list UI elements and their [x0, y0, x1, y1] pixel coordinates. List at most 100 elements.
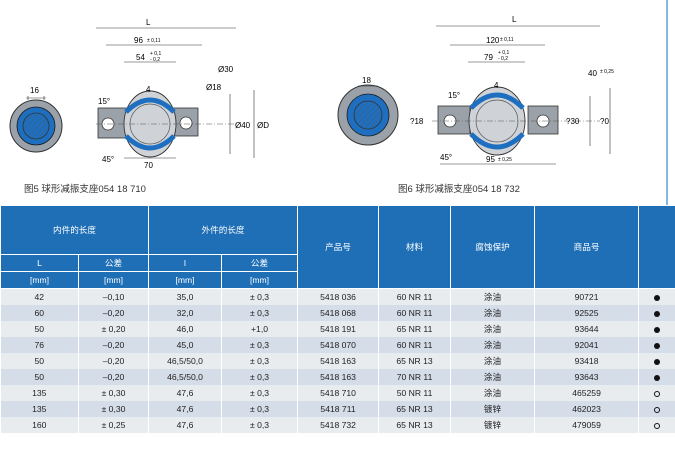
cell-corrosion: 涂油	[450, 321, 536, 337]
table-row: 50 –0,20 46,5/50,0 ± 0,3 5418 163 65 NR …	[0, 353, 675, 369]
cell-tol2: ± 0,3	[221, 305, 299, 321]
fig6-dim-q30: ?30	[566, 117, 580, 126]
cell-item: 93418	[534, 353, 640, 369]
cell-product: 5418 711	[297, 401, 380, 417]
cell-tol2: ± 0,3	[221, 385, 299, 401]
header-corrosion: 腐蚀保护	[450, 205, 536, 289]
unit-L: [mm]	[0, 271, 79, 289]
cell-item: 479059	[534, 417, 640, 433]
cell-item: 93643	[534, 369, 640, 385]
header-material: 材料	[378, 205, 452, 289]
fig5-phi-18: Ø18	[206, 83, 222, 92]
cell-material: 60 NR 11	[378, 288, 452, 305]
cell-tol: ± 0,25	[78, 417, 150, 433]
cell-mark	[638, 337, 675, 353]
cell-mark	[638, 369, 675, 385]
cell-tol2: ± 0,3	[221, 353, 299, 369]
table-row: 135 ± 0,30 47,6 ± 0,3 5418 710 50 NR 11 …	[0, 385, 675, 401]
cell-product: 5418 068	[297, 305, 380, 321]
fig5-side-view: L 96 ± 0,11 54 + 0,1 - 0,2 4 15° 45° 70 …	[96, 18, 269, 170]
figure-6-caption: 图6 球形减振支座054 18 732	[398, 184, 520, 195]
cell-product: 5418 036	[297, 288, 380, 305]
cell-l: 47,6	[148, 401, 223, 417]
filled-circle-icon	[654, 310, 661, 317]
cell-L: 135	[0, 385, 79, 401]
cell-item: 462023	[534, 401, 640, 417]
cell-corrosion: 镀锌	[450, 401, 536, 417]
cell-corrosion: 镀锌	[450, 417, 536, 433]
fig5-angle-15: 15°	[98, 97, 110, 106]
cell-tol: –0,20	[78, 353, 150, 369]
cell-mark	[638, 401, 675, 417]
cell-tol2: ± 0,3	[221, 417, 299, 433]
filled-circle-icon	[654, 374, 661, 381]
cell-material: 70 NR 11	[378, 369, 452, 385]
fig5-dim-54-tol-bot: - 0,2	[150, 57, 160, 63]
fig6-dim-120: 120	[486, 36, 500, 45]
table-row: 50 –0,20 46,5/50,0 ± 0,3 5418 163 70 NR …	[0, 369, 675, 385]
cell-item: 465259	[534, 385, 640, 401]
fig5-dim-L: L	[146, 18, 151, 27]
fig5-phi-30: Ø30	[218, 65, 234, 74]
cell-mark	[638, 385, 675, 401]
figure-5-drawing: 16 L 96 ± 0,11 54 + 0,	[9, 18, 269, 170]
cell-material: 65 NR 13	[378, 417, 452, 433]
unit-tol: [mm]	[77, 271, 150, 289]
cell-material: 60 NR 11	[378, 337, 452, 353]
technical-drawings: 16 L 96 ± 0,11 54 + 0,	[9, 0, 668, 205]
header-outer-length: 外件的长度	[148, 205, 299, 255]
cell-l: 32,0	[148, 305, 223, 321]
cell-mark	[638, 305, 675, 321]
cell-tol: ± 0,30	[78, 401, 150, 417]
figure-area: 16 L 96 ± 0,11 54 + 0,	[0, 0, 675, 205]
cell-tol: –0,20	[78, 369, 150, 385]
subheader-L: L	[0, 254, 79, 272]
cell-tol: ± 0,30	[78, 385, 150, 401]
cell-item: 93644	[534, 321, 640, 337]
fig6-dim-79: 79	[484, 53, 493, 62]
header-inner-length: 内件的长度	[0, 205, 150, 255]
cell-corrosion: 涂油	[450, 305, 536, 321]
fig6-end-view: 18	[337, 76, 399, 146]
cell-tol2: +1,0	[221, 321, 299, 337]
cell-L: 76	[0, 337, 79, 353]
fig6-side-view: L 120 ± 0,11 79 + 0,1 - 0,2 4 15° 45° ?1…	[410, 15, 614, 165]
cell-tol2: ± 0,3	[221, 288, 299, 305]
cell-mark	[638, 321, 675, 337]
cell-material: 65 NR 13	[378, 401, 452, 417]
cell-l: 47,6	[148, 417, 223, 433]
filled-circle-icon	[654, 294, 661, 301]
fig5-phi-D: ØD	[257, 121, 269, 130]
cell-material: 50 NR 11	[378, 385, 452, 401]
fig6-dim-40: 40	[588, 69, 597, 78]
cell-corrosion: 涂油	[450, 385, 536, 401]
table-body: 42 –0,10 35,0 ± 0,3 5418 036 60 NR 11 涂油…	[0, 288, 675, 433]
cell-tol: –0,10	[78, 288, 150, 305]
cell-corrosion: 涂油	[450, 337, 536, 353]
cell-l: 46,5/50,0	[148, 353, 223, 369]
fig6-dim-q18: ?18	[410, 117, 424, 126]
fig5-dim-96: 96	[134, 36, 143, 45]
table-row: 135 ± 0,30 47,6 ± 0,3 5418 711 65 NR 13 …	[0, 401, 675, 417]
fig6-dim-18: 18	[362, 76, 371, 85]
cell-product: 5418 732	[297, 417, 380, 433]
cell-l: 45,0	[148, 337, 223, 353]
fig6-angle-15: 15°	[448, 91, 460, 100]
figure-5-caption: 图5 球形减振支座054 18 710	[24, 184, 146, 195]
filled-circle-icon	[654, 326, 661, 333]
cell-l: 46,5/50,0	[148, 369, 223, 385]
cell-item: 92041	[534, 337, 640, 353]
cell-l: 35,0	[148, 288, 223, 305]
fig6-angle-45: 45°	[440, 153, 452, 162]
spec-table: 内件的长度 外件的长度 产品号 材料 腐蚀保护 商品号 L 公差 l 公差 [m…	[0, 205, 675, 433]
fig6-dim-120-tol: ± 0,11	[500, 37, 514, 43]
header-item-number: 商品号	[534, 205, 640, 289]
fig6-dim-79-tol-bot: - 0,2	[498, 56, 508, 62]
cell-mark	[638, 288, 675, 305]
unit-tol2: [mm]	[221, 271, 299, 289]
cell-mark	[638, 417, 675, 433]
cell-product: 5418 163	[297, 369, 380, 385]
subheader-tol2: 公差	[221, 254, 299, 272]
subheader-l: l	[148, 254, 223, 272]
cell-product: 5418 163	[297, 353, 380, 369]
